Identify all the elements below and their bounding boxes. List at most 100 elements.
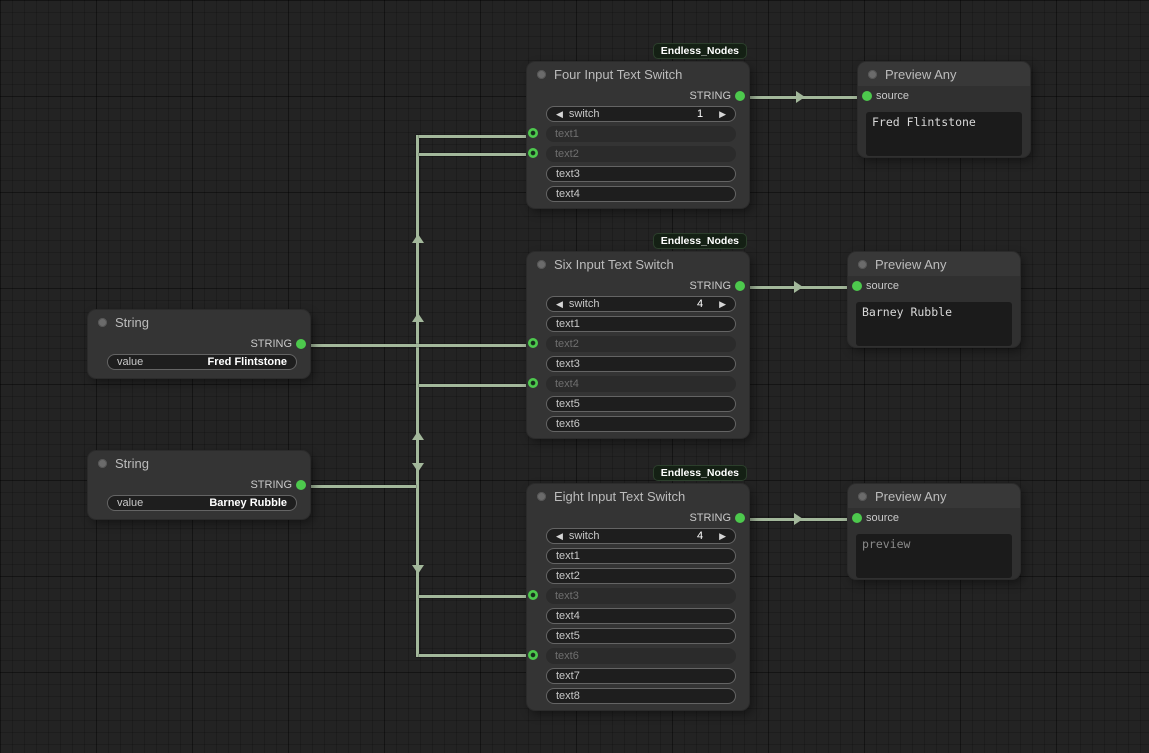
node-title-bar[interactable]: Preview Any [858,62,1030,86]
input-row-text1[interactable]: text1 [546,316,736,332]
input-label: text2 [556,570,580,582]
increment-icon[interactable]: ▶ [719,530,726,541]
collapse-dot-icon[interactable] [868,69,877,79]
switch-widget[interactable]: ◀ switch 1 ▶ [546,106,736,122]
endless-nodes-badge: Endless_Nodes [652,233,747,249]
input-row-text6[interactable]: text6 [528,648,736,664]
node-title-bar[interactable]: Six Input Text Switch [527,252,749,276]
input-label: text1 [555,128,579,140]
input-row-text3[interactable]: text3 [546,166,736,182]
output-socket[interactable] [735,91,745,101]
input-row-text8[interactable]: text8 [546,688,736,704]
collapse-dot-icon[interactable] [98,458,107,468]
node-preview-any-2[interactable]: Preview Any source Barney Rubble [848,252,1020,347]
node-title: Eight Input Text Switch [554,488,686,504]
collapse-dot-icon[interactable] [858,259,867,269]
endless-nodes-badge: Endless_Nodes [652,465,747,481]
input-socket[interactable] [852,281,862,291]
input-row-text4[interactable]: text4 [528,376,736,392]
node-title-bar[interactable]: String [88,451,310,475]
input-label: text7 [556,670,580,682]
input-label: text5 [556,630,580,642]
input-label: text2 [555,338,579,350]
switch-widget[interactable]: ◀ switch 4 ▶ [546,296,736,312]
preview-textbox[interactable]: Barney Rubble [856,302,1012,346]
input-label: text2 [555,148,579,160]
node-title-bar[interactable]: Four Input Text Switch [527,62,749,86]
input-socket[interactable] [528,148,538,158]
value-widget[interactable]: value Barney Rubble [107,495,297,511]
output-socket[interactable] [735,513,745,523]
input-row-text4[interactable]: text4 [546,608,736,624]
input-label: text5 [556,398,580,410]
node-title-bar[interactable]: Eight Input Text Switch [527,484,749,508]
widget-value: Barney Rubble [209,497,287,509]
collapse-dot-icon[interactable] [98,317,107,327]
collapse-dot-icon[interactable] [537,491,546,501]
wire-arrow-down-icon [412,565,424,574]
output-slot-string: STRING [88,334,310,354]
input-row-text7[interactable]: text7 [546,668,736,684]
node-string-fred[interactable]: String STRING value Fred Flintstone [88,310,310,378]
input-socket[interactable] [852,513,862,523]
input-socket[interactable] [862,91,872,101]
output-socket[interactable] [296,339,306,349]
node-title-bar[interactable]: Preview Any [848,252,1020,276]
increment-icon[interactable]: ▶ [719,108,726,119]
input-slot-source: source [858,86,1030,106]
increment-icon[interactable]: ▶ [719,298,726,309]
input-row-text2[interactable]: text2 [528,146,736,162]
widget-label: value [117,356,144,368]
output-label: STRING [689,90,731,102]
output-label: STRING [250,338,292,350]
output-socket[interactable] [735,281,745,291]
widget-value: Fred Flintstone [207,356,287,368]
node-six-input-text-switch[interactable]: Endless_Nodes Six Input Text Switch STRI… [527,233,749,438]
input-socket[interactable] [528,590,538,600]
preview-textbox[interactable]: preview [856,534,1012,578]
decrement-icon[interactable]: ◀ [556,530,563,541]
input-row-text3[interactable]: text3 [528,588,736,604]
output-socket[interactable] [296,480,306,490]
decrement-icon[interactable]: ◀ [556,298,563,309]
node-title-bar[interactable]: Preview Any [848,484,1020,508]
preview-textbox[interactable]: Fred Flintstone [866,112,1022,156]
wire-arrow-right-icon [794,281,803,293]
node-string-barney[interactable]: String STRING value Barney Rubble [88,451,310,519]
input-row-text1[interactable]: text1 [546,548,736,564]
input-socket[interactable] [528,378,538,388]
node-title-bar[interactable]: String [88,310,310,334]
input-row-text4[interactable]: text4 [546,186,736,202]
decrement-icon[interactable]: ◀ [556,108,563,119]
input-label: text4 [555,378,579,390]
input-slot-source: source [848,276,1020,296]
input-row-text6[interactable]: text6 [546,416,736,432]
node-eight-input-text-switch[interactable]: Endless_Nodes Eight Input Text Switch ST… [527,465,749,710]
input-label: text3 [555,590,579,602]
collapse-dot-icon[interactable] [537,69,546,79]
wire-to-eight-text3 [419,595,531,598]
input-row-text5[interactable]: text5 [546,396,736,412]
collapse-dot-icon[interactable] [537,259,546,269]
input-row-text1[interactable]: text1 [528,126,736,142]
value-widget[interactable]: value Fred Flintstone [107,354,297,370]
switch-widget[interactable]: ◀ switch 4 ▶ [546,528,736,544]
input-socket[interactable] [528,128,538,138]
wire-barney-out [303,485,416,488]
node-title: String [115,455,149,471]
collapse-dot-icon[interactable] [858,491,867,501]
input-label: text3 [556,358,580,370]
input-row-text2[interactable]: text2 [546,568,736,584]
node-title: Preview Any [875,488,947,504]
node-preview-any-1[interactable]: Preview Any source Fred Flintstone [858,62,1030,157]
node-title: String [115,314,149,330]
input-row-text3[interactable]: text3 [546,356,736,372]
input-socket[interactable] [528,650,538,660]
input-socket[interactable] [528,338,538,348]
node-preview-any-3[interactable]: Preview Any source preview [848,484,1020,579]
wire-to-six-text4 [419,384,531,387]
input-row-text2[interactable]: text2 [528,336,736,352]
node-four-input-text-switch[interactable]: Endless_Nodes Four Input Text Switch STR… [527,43,749,208]
input-row-text5[interactable]: text5 [546,628,736,644]
